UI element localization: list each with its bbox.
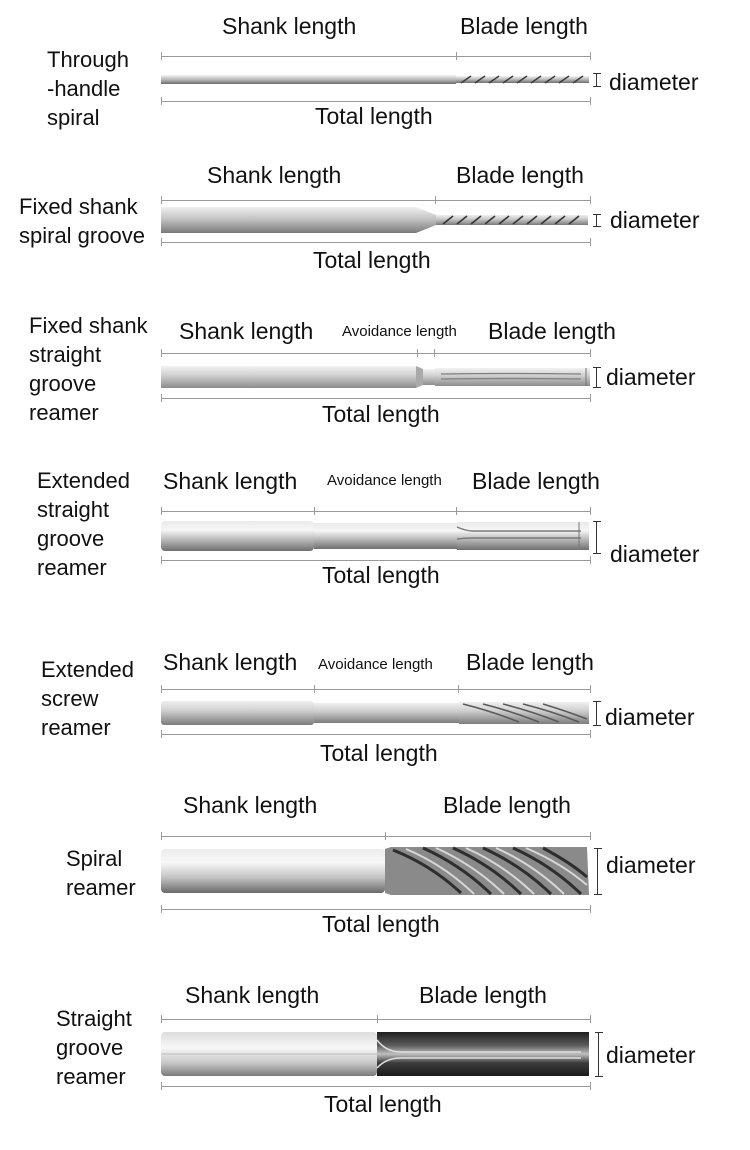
shank-dimension-line: [161, 689, 314, 690]
tool-through-handle-spiral: Through -handle spiral Shank length Blad…: [0, 0, 750, 135]
tool-body-drill: [161, 207, 588, 233]
tool-fixed-shank-spiral-groove: Fixed shank spiral groove Shank length B…: [0, 140, 750, 280]
blade-length-label: Blade length: [419, 982, 547, 1008]
tool-name: Through -handle spiral: [47, 47, 129, 130]
blade-length-label: Blade length: [488, 318, 616, 344]
diameter-label: diameter: [606, 852, 696, 878]
blade-dimension-line: [435, 200, 590, 201]
total-length-label: Total length: [322, 562, 440, 588]
diameter-bar: [596, 701, 597, 725]
tool-body-reamer: [161, 366, 590, 388]
avoidance-length-label: Avoidance length: [318, 656, 433, 673]
total-dimension-line: [161, 1086, 590, 1087]
blade-dimension-line: [456, 511, 590, 512]
blade-length-label: Blade length: [466, 649, 594, 675]
diameter-bar: [597, 848, 598, 894]
tool-extended-straight-groove-reamer: Extended straight groove reamer Shank le…: [0, 455, 750, 595]
avoidance-dimension-line: [314, 511, 456, 512]
tool-name: Extended screw reamer: [41, 657, 134, 740]
shank-length-label: Shank length: [163, 649, 298, 675]
diameter-label: diameter: [610, 207, 700, 233]
tool-name: Fixed shank straight groove reamer: [29, 313, 148, 425]
total-length-label: Total length: [313, 247, 431, 273]
diameter-label: diameter: [606, 1042, 696, 1068]
shank-length-label: Shank length: [179, 318, 314, 344]
blade-dimension-line: [377, 1019, 590, 1020]
shank-dimension-line: [161, 353, 417, 354]
total-dimension-line: [161, 101, 590, 102]
tool-spiral-reamer: Spiral reamer Shank length Blade length …: [0, 790, 750, 940]
blade-dimension-line: [456, 56, 590, 57]
total-length-label: Total length: [320, 740, 438, 766]
total-length-label: Total length: [322, 401, 440, 427]
blade-length-label: Blade length: [460, 13, 588, 39]
tool-fixed-shank-straight-groove-reamer: Fixed shank straight groove reamer Shank…: [0, 300, 750, 440]
shank-length-label: Shank length: [183, 792, 318, 818]
shank-dimension-line: [161, 1019, 377, 1020]
diameter-label: diameter: [610, 541, 700, 567]
total-length-label: Total length: [315, 103, 433, 129]
diameter-label: diameter: [606, 364, 696, 390]
total-length-label: Total length: [322, 911, 440, 937]
diameter-bar: [596, 521, 597, 553]
diameter-bar: [596, 214, 597, 226]
diameter-bar: [596, 367, 597, 387]
tool-body-reamer: [161, 701, 589, 725]
tool-body-reamer: [161, 521, 589, 551]
avoidance-length-label: Avoidance length: [327, 472, 442, 489]
total-dimension-line: [161, 909, 590, 910]
avoidance-dimension-line: [314, 689, 458, 690]
shank-dimension-line: [161, 836, 385, 837]
blade-dimension-line: [385, 836, 590, 837]
tool-body-reamer: [161, 846, 589, 896]
total-dimension-line: [161, 560, 590, 561]
blade-length-label: Blade length: [472, 468, 600, 494]
tool-name: Fixed shank spiral groove: [19, 194, 145, 248]
diameter-bar: [598, 1032, 599, 1076]
blade-dimension-line: [458, 689, 590, 690]
diameter-bar: [596, 73, 597, 86]
tool-name: Spiral reamer: [66, 846, 136, 900]
blade-dimension-line: [434, 353, 590, 354]
total-length-label: Total length: [324, 1091, 442, 1117]
blade-length-label: Blade length: [456, 162, 584, 188]
diameter-label: diameter: [609, 69, 699, 95]
diameter-label: diameter: [605, 704, 695, 730]
shank-length-label: Shank length: [163, 468, 298, 494]
shank-dimension-line: [161, 200, 435, 201]
tool-body-drill: [161, 75, 589, 84]
shank-dimension-line: [161, 56, 456, 57]
total-dimension-line: [161, 398, 590, 399]
tool-name: Extended straight groove reamer: [37, 468, 130, 580]
tool-extended-screw-reamer: Extended screw reamer Shank length Avoid…: [0, 640, 750, 775]
shank-length-label: Shank length: [222, 13, 357, 39]
blade-length-label: Blade length: [443, 792, 571, 818]
shank-length-label: Shank length: [207, 162, 342, 188]
total-dimension-line: [161, 734, 590, 735]
shank-dimension-line: [161, 511, 314, 512]
avoidance-length-label: Avoidance length: [342, 323, 457, 340]
total-dimension-line: [161, 242, 590, 243]
tool-name: Straight groove reamer: [56, 1006, 132, 1089]
shank-length-label: Shank length: [185, 982, 320, 1008]
tool-body-reamer: [161, 1032, 589, 1076]
tool-straight-groove-reamer: Straight groove reamer Shank length Blad…: [0, 975, 750, 1135]
avoidance-dimension-line: [417, 353, 434, 354]
